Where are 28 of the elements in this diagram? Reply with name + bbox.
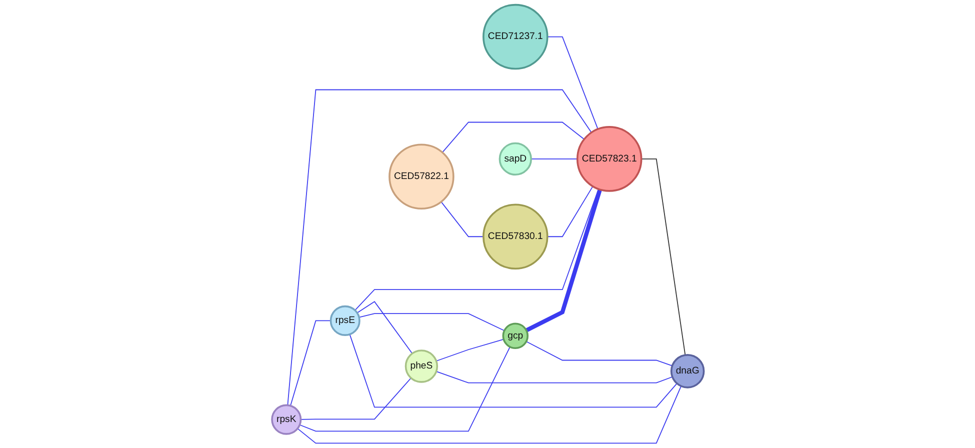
connector (435, 338, 504, 362)
connector (530, 158, 578, 160)
connector (546, 36, 598, 130)
node-circle: rpsE (329, 305, 360, 336)
connector (300, 378, 412, 420)
node-circle: rpsK (270, 404, 302, 435)
connector (348, 334, 677, 408)
node-circle: sapD (498, 142, 532, 176)
node-circle: CED57823.1 (576, 126, 642, 192)
connector (440, 201, 484, 238)
node-circle: gcp (502, 322, 528, 350)
connector (640, 158, 686, 356)
connector (546, 186, 593, 238)
connector (290, 320, 331, 406)
connector (435, 371, 672, 384)
connector (286, 89, 592, 406)
node-circle: CED57822.1 (388, 144, 454, 210)
connector (356, 300, 412, 354)
node-circle: CED71237.1 (482, 4, 548, 70)
connector (358, 313, 504, 332)
node-circle: dnaG (670, 354, 704, 388)
connector (298, 346, 510, 432)
node-circle: pheS (404, 350, 438, 383)
connector (524, 188, 602, 332)
node-circle: CED57830.1 (482, 204, 548, 270)
connector (296, 386, 682, 444)
connector (442, 122, 584, 153)
connector (525, 341, 672, 366)
